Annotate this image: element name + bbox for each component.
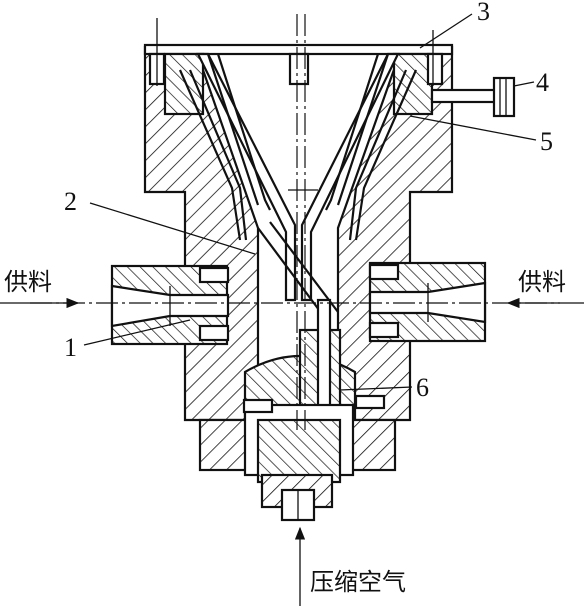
- feed-inlet-left: [110, 264, 230, 346]
- inner-funnel: [178, 52, 418, 302]
- label-part-5: 5: [540, 127, 553, 156]
- label-part-2: 2: [64, 187, 77, 216]
- feed-inlet-right: [368, 261, 487, 343]
- label-part-1: 1: [64, 333, 77, 362]
- label-part-6: 6: [416, 373, 429, 402]
- bottom-nozzle: [198, 394, 397, 522]
- top-cover: [143, 18, 454, 116]
- label-part-4: 4: [536, 68, 549, 97]
- body-housing: [143, 45, 454, 422]
- label-feed-left: 供料: [4, 268, 52, 296]
- leader-lines: [83, 13, 537, 391]
- label-part-3: 3: [477, 0, 490, 26]
- label-feed-right: 供料: [518, 268, 566, 296]
- label-compressed-air: 压缩空气: [310, 568, 406, 596]
- adjusting-screw: [430, 76, 516, 118]
- center-lines: [30, 14, 560, 430]
